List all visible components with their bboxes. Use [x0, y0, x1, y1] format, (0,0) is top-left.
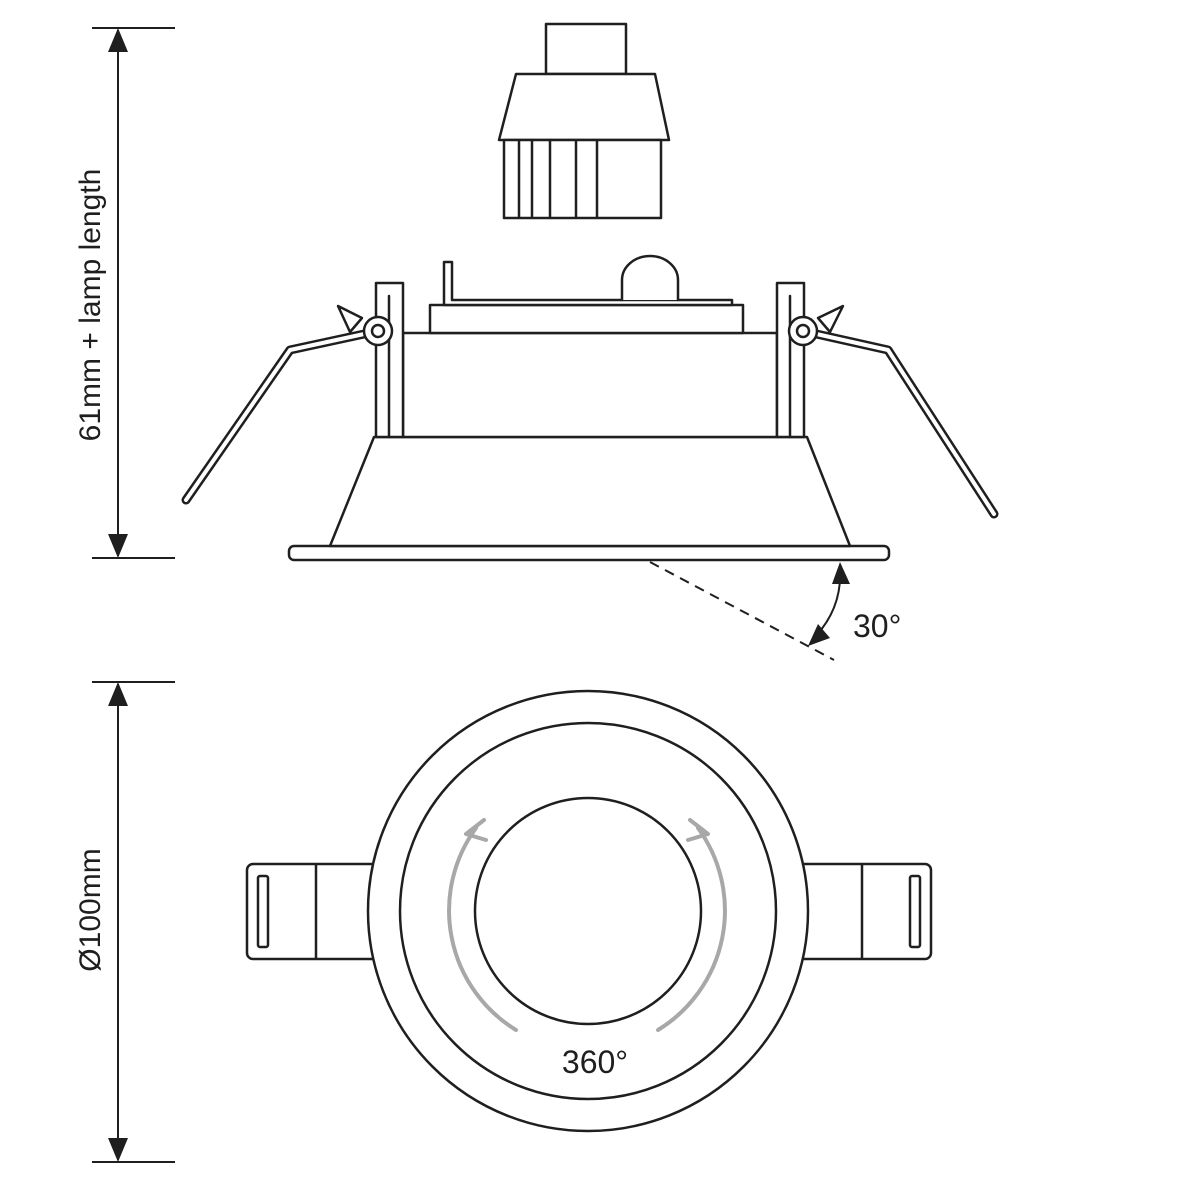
- height-dimension: [92, 27, 175, 559]
- connector-shoulder: [497, 72, 671, 142]
- rotation-arc-right: [656, 826, 727, 1032]
- tilt-angle-label: 30°: [853, 608, 901, 644]
- lamp-connector: [497, 22, 671, 220]
- reflector-cone: [328, 435, 852, 548]
- retaining-clip-dome: [620, 254, 680, 302]
- tilt-arrow-top-icon: [832, 562, 850, 584]
- rotation-indicator: [447, 818, 727, 1032]
- downlight-top-view: [245, 689, 933, 1133]
- wing-nut-left: [336, 304, 364, 334]
- rotation-arc-left: [447, 826, 518, 1032]
- tilt-axis-dashed-line: [649, 561, 835, 661]
- rotation-arrow-left-icon: [464, 818, 488, 842]
- diameter-dimension-label: Ø100mm: [74, 848, 107, 971]
- top-plate: [428, 303, 745, 335]
- connector-body: [502, 138, 663, 220]
- tilt-angle-indicator: [649, 561, 850, 661]
- connector-cable-block: [544, 22, 628, 76]
- rotation-arrow-right-icon: [686, 818, 710, 842]
- height-arrow-bottom-icon: [108, 534, 128, 558]
- lamp-retaining-clip: [442, 260, 734, 307]
- diameter-arrow-top-icon: [108, 682, 128, 706]
- spring-clip-left-outer: [181, 326, 383, 505]
- height-arrow-top-icon: [108, 28, 128, 52]
- diameter-dimension: [92, 681, 175, 1163]
- lamp-aperture: [473, 796, 703, 1026]
- tilt-arrow-bottom-icon: [808, 624, 830, 646]
- height-dimension-label: 61mm + lamp length: [74, 169, 107, 442]
- housing-cylinder: [401, 331, 779, 439]
- diameter-arrow-bottom-icon: [108, 1138, 128, 1162]
- spring-clip-right-outer: [798, 326, 999, 519]
- wing-nut-right: [816, 304, 845, 334]
- downlight-side-view: [181, 254, 999, 562]
- rotation-label: 360°: [562, 1044, 628, 1080]
- trim-ring: [287, 544, 891, 562]
